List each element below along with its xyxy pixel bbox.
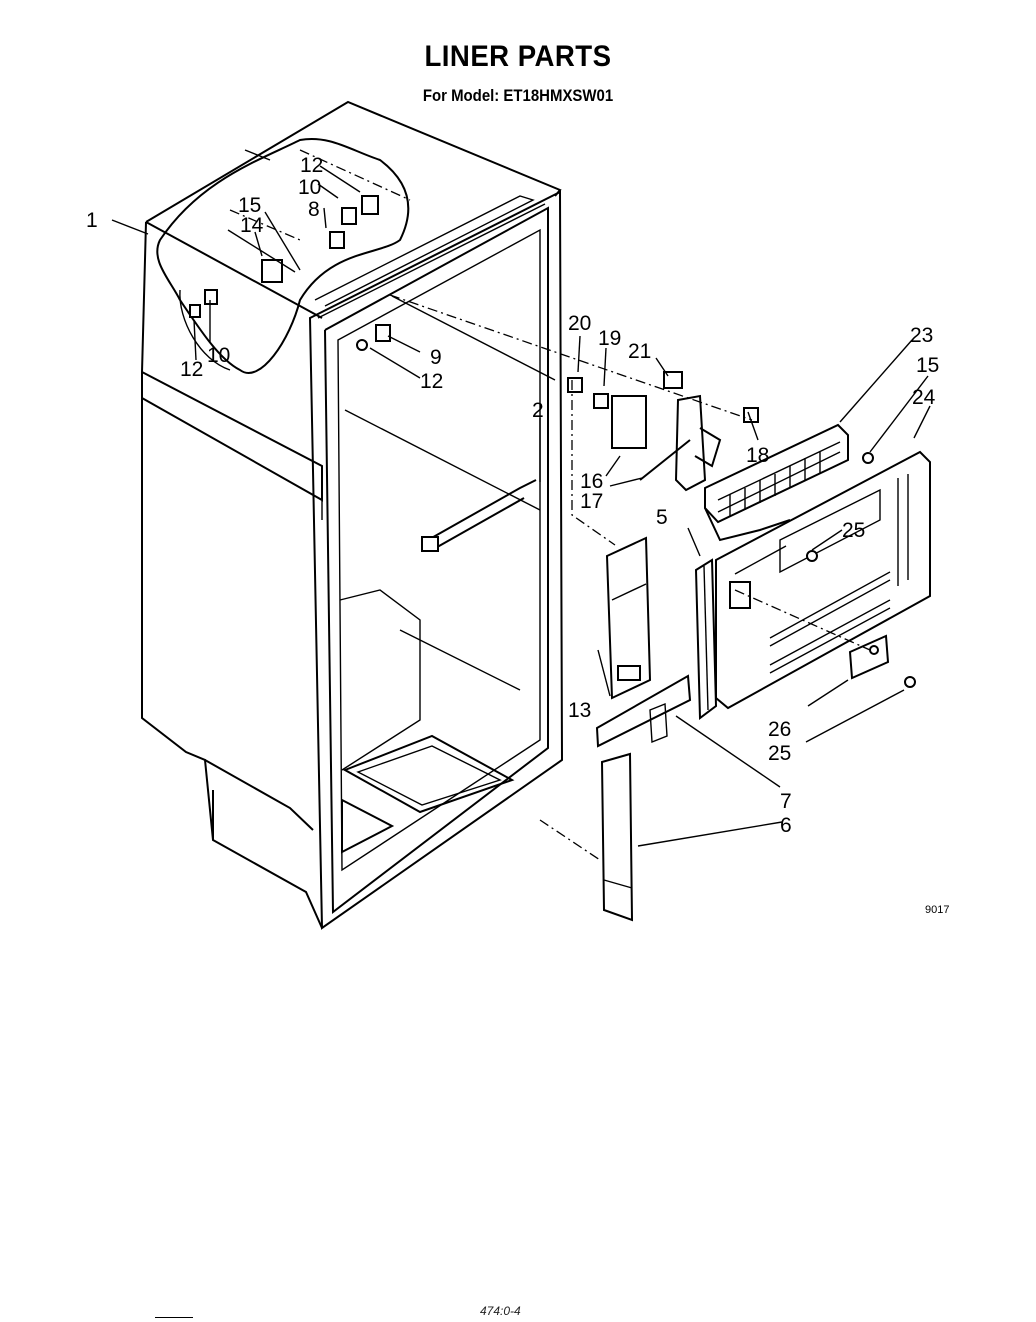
leader-lines — [111, 165, 931, 847]
callout-16: 16 — [580, 470, 603, 493]
bracket-part — [605, 536, 652, 700]
callout-8: 8 — [308, 198, 320, 221]
callout-25-upper: 25 — [842, 519, 865, 542]
callout-10-top: 10 — [298, 176, 321, 199]
callout-9: 9 — [430, 346, 442, 369]
light-socket-part — [421, 479, 537, 552]
footer-mark: 474:0-4 — [480, 1304, 521, 1318]
callout-24: 24 — [912, 386, 936, 409]
alignment-lines — [229, 149, 871, 861]
callout-13: 13 — [568, 699, 591, 722]
callout-7: 7 — [780, 790, 792, 813]
callout-1: 1 — [86, 209, 98, 232]
callout-6: 6 — [780, 814, 792, 837]
shield-part — [595, 674, 692, 748]
page-title: LINER PARTS — [424, 40, 612, 73]
callout-15-top: 15 — [238, 194, 261, 217]
callout-17: 17 — [580, 490, 603, 513]
top-hardware — [189, 149, 391, 351]
callout-14: 14 — [240, 214, 264, 237]
screw-part — [806, 452, 916, 688]
callout-labels: 1 2 5 6 7 8 9 10 10 12 12 12 13 14 15 15… — [86, 154, 939, 837]
callout-21: 21 — [628, 340, 651, 363]
callout-12-top: 12 — [300, 154, 323, 177]
cover-plate-part — [848, 634, 890, 680]
duct-part — [600, 752, 634, 922]
callout-18: 18 — [746, 444, 769, 467]
callout-12-left: 12 — [180, 358, 203, 381]
callout-25-lower: 25 — [768, 742, 791, 765]
side-channel-part — [694, 558, 718, 720]
model-subtitle: For Model: ET18HMXSW01 — [422, 86, 614, 105]
callout-19: 19 — [598, 327, 621, 350]
drawing-code: 9017 — [925, 904, 950, 916]
grille-part — [704, 423, 849, 542]
callout-2: 2 — [532, 399, 544, 422]
footer-rule — [155, 1317, 193, 1318]
callout-5: 5 — [656, 506, 668, 529]
callout-10-left: 10 — [207, 344, 230, 367]
callout-15-right: 15 — [916, 354, 939, 377]
callout-23: 23 — [910, 324, 933, 347]
rear-panel-part — [715, 450, 931, 710]
liner-cabinet — [141, 100, 564, 930]
callout-20: 20 — [568, 312, 591, 335]
callout-12-mid: 12 — [420, 370, 443, 393]
callout-26: 26 — [768, 718, 791, 741]
